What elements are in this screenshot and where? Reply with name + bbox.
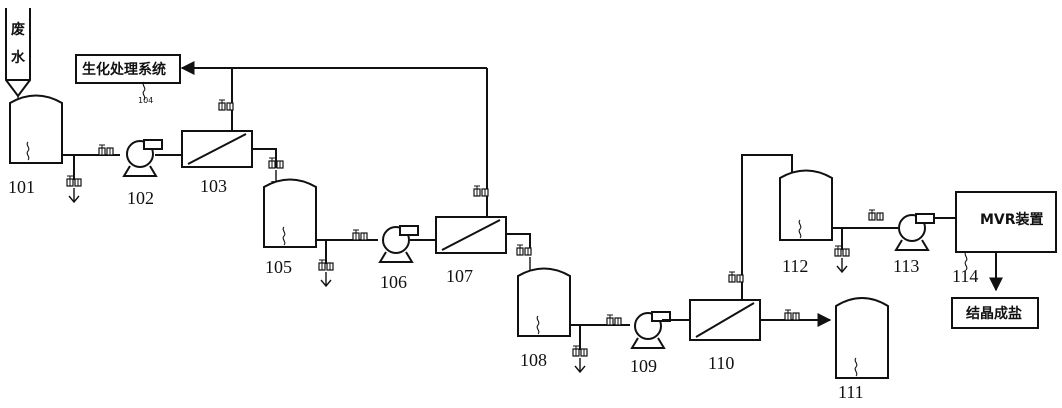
valve-101-out [98, 144, 114, 156]
tank-112 [779, 169, 833, 241]
feed-label-1: 废 [11, 21, 25, 38]
label-112: 112 [782, 256, 808, 276]
crystal-label: 结晶成盐 [966, 305, 1022, 322]
biochem-treatment-system [75, 54, 181, 84]
label-106: 106 [380, 272, 407, 292]
membrane-unit-103 [181, 130, 253, 168]
feed-label-2: 水 [11, 49, 26, 66]
label-108: 108 [520, 350, 547, 370]
tank-111 [835, 297, 889, 379]
tank-105 [263, 178, 317, 248]
membrane-unit-110 [689, 299, 761, 341]
label-105: 105 [265, 257, 292, 277]
crystal-salt-box [951, 297, 1039, 329]
label-114: 114 [952, 266, 978, 286]
label-102: 102 [127, 188, 154, 208]
biochem-label: 生化处理系统 [82, 61, 166, 78]
tank-101 [9, 94, 63, 164]
biochem-ref: 104 [138, 96, 153, 105]
tank-108 [517, 267, 571, 337]
label-110: 110 [708, 353, 734, 373]
pump-113 [894, 213, 935, 251]
label-111: 111 [838, 382, 864, 402]
label-103: 103 [200, 176, 227, 196]
label-113: 113 [893, 256, 919, 276]
pump-106 [378, 225, 419, 263]
pump-109 [630, 311, 671, 349]
membrane-unit-107 [435, 216, 507, 254]
pump-102 [122, 139, 163, 177]
label-101: 101 [8, 177, 35, 197]
label-109: 109 [630, 356, 657, 376]
mvr-label: MVR装置 [980, 211, 1044, 228]
label-107: 107 [446, 266, 473, 286]
mvr-device [955, 191, 1057, 271]
